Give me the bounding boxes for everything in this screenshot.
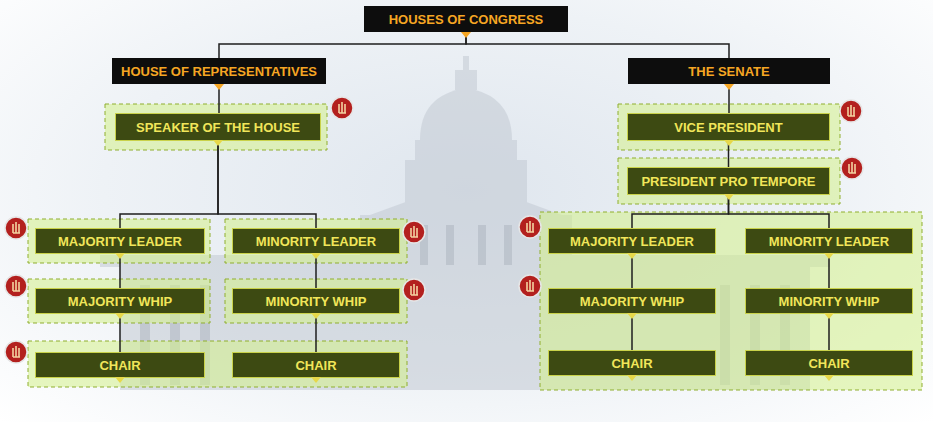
role-box: CHAIR bbox=[232, 352, 400, 378]
role-box: CHAIR bbox=[548, 350, 716, 376]
box-label: CHAIR bbox=[808, 357, 849, 370]
box-label: MINORITY LEADER bbox=[769, 235, 889, 248]
role-box: MINORITY LEADER bbox=[745, 228, 913, 254]
pointer-triangle bbox=[311, 377, 321, 383]
connector-line bbox=[120, 141, 218, 228]
pointer-triangle bbox=[824, 253, 834, 259]
pointer-triangle bbox=[213, 140, 223, 146]
pointer-triangle bbox=[724, 84, 734, 90]
role-box: MAJORITY WHIP bbox=[548, 288, 716, 314]
connector-line bbox=[828, 314, 830, 350]
pointer-triangle bbox=[627, 313, 637, 319]
box-label: MINORITY LEADER bbox=[256, 235, 376, 248]
connector-line bbox=[631, 254, 633, 288]
box-label: CHAIR bbox=[99, 359, 140, 372]
pointer-triangle bbox=[724, 140, 734, 146]
connector-line bbox=[828, 254, 830, 288]
box-label: HOUSES OF CONGRESS bbox=[389, 13, 544, 26]
role-box: PRESIDENT PRO TEMPORE bbox=[627, 167, 830, 195]
role-box: MAJORITY WHIP bbox=[35, 288, 205, 314]
pointer-triangle bbox=[824, 313, 834, 319]
role-box: MAJORITY LEADER bbox=[548, 228, 716, 254]
pointer-triangle bbox=[214, 84, 224, 90]
connector-line bbox=[315, 254, 317, 288]
role-box: CHAIR bbox=[35, 352, 205, 378]
connector-line bbox=[466, 32, 729, 58]
header-box: HOUSES OF CONGRESS bbox=[364, 6, 568, 32]
pointer-triangle bbox=[311, 313, 321, 319]
box-label: MAJORITY LEADER bbox=[570, 235, 694, 248]
box-label: MINORITY WHIP bbox=[266, 295, 367, 308]
pointer-triangle bbox=[461, 32, 471, 38]
role-box: MINORITY WHIP bbox=[232, 288, 400, 314]
hand-icon bbox=[5, 97, 863, 363]
box-label: VICE PRESIDENT bbox=[674, 121, 782, 134]
pointer-triangle bbox=[824, 375, 834, 381]
header-box: HOUSE OF REPRESENTATIVES bbox=[112, 58, 326, 84]
box-label: MINORITY WHIP bbox=[779, 295, 880, 308]
pointer-triangle bbox=[115, 253, 125, 259]
role-box: CHAIR bbox=[745, 350, 913, 376]
box-label: SPEAKER OF THE HOUSE bbox=[136, 121, 300, 134]
connector-line bbox=[119, 314, 121, 352]
role-box: SPEAKER OF THE HOUSE bbox=[115, 113, 321, 141]
box-label: THE SENATE bbox=[688, 65, 769, 78]
connector-line bbox=[315, 314, 317, 352]
highlight-band bbox=[28, 104, 922, 390]
connector-line bbox=[632, 195, 729, 228]
pointer-triangle bbox=[627, 375, 637, 381]
box-label: HOUSE OF REPRESENTATIVES bbox=[121, 65, 317, 78]
role-box: MINORITY WHIP bbox=[745, 288, 913, 314]
role-box: MAJORITY LEADER bbox=[35, 228, 205, 254]
box-label: MAJORITY LEADER bbox=[58, 235, 182, 248]
role-box: VICE PRESIDENT bbox=[627, 113, 830, 141]
pointer-triangle bbox=[724, 194, 734, 200]
box-label: CHAIR bbox=[611, 357, 652, 370]
pointer-triangle bbox=[311, 253, 321, 259]
connector-line bbox=[218, 141, 316, 228]
connector-line bbox=[729, 195, 830, 228]
pointer-triangle bbox=[115, 377, 125, 383]
connector-line bbox=[631, 314, 633, 350]
role-box: MINORITY LEADER bbox=[232, 228, 400, 254]
connector-line bbox=[219, 32, 466, 58]
box-label: MAJORITY WHIP bbox=[68, 295, 173, 308]
header-box: THE SENATE bbox=[628, 58, 830, 84]
box-label: CHAIR bbox=[295, 359, 336, 372]
connector-line bbox=[119, 254, 121, 288]
box-label: MAJORITY WHIP bbox=[580, 295, 685, 308]
pointer-triangle bbox=[627, 253, 637, 259]
pointer-triangle bbox=[115, 313, 125, 319]
box-label: PRESIDENT PRO TEMPORE bbox=[641, 175, 815, 188]
